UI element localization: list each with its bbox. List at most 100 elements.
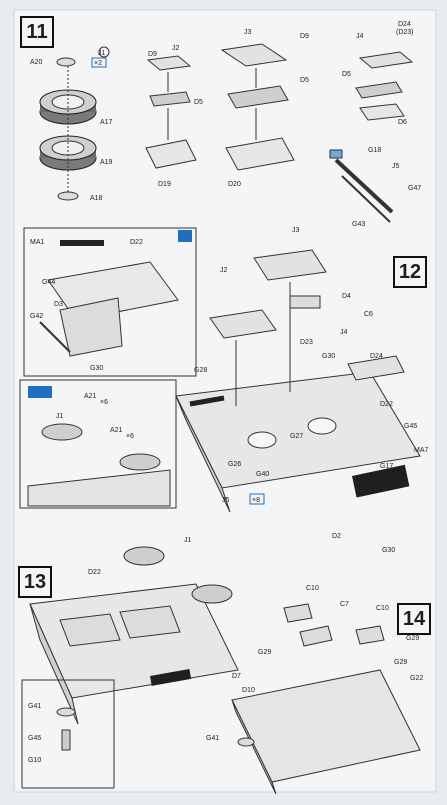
bracket-c7 <box>299 625 333 647</box>
part-label: G28 <box>194 367 207 374</box>
idler-part <box>237 737 255 747</box>
part-label: A17 <box>100 119 113 126</box>
tow-bar <box>329 149 394 223</box>
callout-label: J5 <box>222 497 230 504</box>
part-label: A20 <box>30 59 43 66</box>
quantity-label: ×8 <box>252 497 260 504</box>
hatch-j4 <box>347 355 405 381</box>
wheel-detail <box>41 423 83 441</box>
part-label: D7 <box>232 673 241 680</box>
part-label: G27 <box>290 433 303 440</box>
step-number-13: 13 <box>18 566 52 598</box>
quantity-badge <box>91 57 107 68</box>
hatch-assembly-2 <box>220 43 295 171</box>
part-label: G45 <box>28 735 41 742</box>
hatch-j3 <box>253 249 327 281</box>
axle-base <box>57 191 79 201</box>
callout-label: J4 <box>356 33 364 40</box>
part-label: G45 <box>404 423 417 430</box>
part-label: D24 <box>370 353 383 360</box>
part-label: C10 <box>376 605 389 612</box>
part-label: D6 <box>398 119 407 126</box>
part-label: A21 <box>110 427 123 434</box>
part-label: G30 <box>382 547 395 554</box>
part-label: G29 <box>258 649 271 656</box>
callout-label: J3 <box>292 227 300 234</box>
box-d4 <box>289 295 321 309</box>
part-label: D5 <box>300 77 309 84</box>
part-label: G10 <box>28 757 41 764</box>
idler-part <box>56 707 76 717</box>
part-label: D5 <box>342 71 351 78</box>
callout-label: J2 <box>220 267 228 274</box>
part-label: (D23) <box>396 29 414 36</box>
part-label: D22 <box>130 239 143 246</box>
hull-bottom-plate <box>231 669 421 795</box>
part-label: D22 <box>88 569 101 576</box>
fender-detail <box>39 240 179 357</box>
wheel-detail <box>119 453 161 471</box>
part-label: G18 <box>368 147 381 154</box>
callout-label: J1 <box>184 537 192 544</box>
part-label: G26 <box>228 461 241 468</box>
part-label: D23 <box>300 339 313 346</box>
idler-detail-inset <box>21 679 115 789</box>
hatch-assembly-3 <box>355 51 414 121</box>
step-number-12: 12 <box>393 256 427 288</box>
part-label: G44 <box>42 279 55 286</box>
idler-part <box>61 729 71 751</box>
part-label: D9 <box>148 51 157 58</box>
hatch-assembly-1 <box>145 55 197 169</box>
callout-label: J3 <box>244 29 252 36</box>
part-label: G40 <box>256 471 269 478</box>
part-label: C6 <box>364 311 373 318</box>
part-label: G29 <box>394 659 407 666</box>
callout-label: J2 <box>172 45 180 52</box>
part-label: G30 <box>322 353 335 360</box>
hub-cap <box>56 57 76 67</box>
bracket-c10 <box>355 625 385 645</box>
hull-lower <box>29 583 239 725</box>
part-label: G41 <box>28 703 41 710</box>
hull-upper <box>175 371 421 513</box>
hull-side <box>27 469 171 507</box>
part-label: D5 <box>194 99 203 106</box>
road-wheel-lower <box>39 135 97 171</box>
quantity-label: ×2 <box>94 60 102 67</box>
part-label: MA7 <box>414 447 429 454</box>
glue-icon <box>178 230 192 242</box>
quantity-label: ×6 <box>100 399 108 406</box>
callout-label: J4 <box>340 329 348 336</box>
part-label: G43 <box>352 221 365 228</box>
part-label: D20 <box>228 181 241 188</box>
hatch-j2 <box>209 309 277 339</box>
part-label: D10 <box>242 687 255 694</box>
part-label: D19 <box>158 181 171 188</box>
quantity-label: ×6 <box>126 433 134 440</box>
part-label: G47 <box>408 185 421 192</box>
part-label: C7 <box>340 601 349 608</box>
callout-marker <box>98 46 110 58</box>
callout-label: J1 <box>98 50 106 57</box>
part-label: D3 <box>54 301 63 308</box>
part-label: A21 <box>84 393 97 400</box>
part-label: G42 <box>30 313 43 320</box>
detail-inset <box>23 227 197 377</box>
glue-icon <box>28 386 52 398</box>
callout-label: J5 <box>392 163 400 170</box>
wheel-detail-inset <box>19 379 177 509</box>
part-label: D22 <box>380 401 393 408</box>
callout-label: J1 <box>56 413 64 420</box>
part-label: G22 <box>410 675 423 682</box>
quantity-badge <box>249 493 265 505</box>
part-label: MA1 <box>30 239 45 246</box>
road-wheel <box>123 546 165 566</box>
part-label: A18 <box>90 195 103 202</box>
road-wheel <box>191 584 233 604</box>
part-label: D4 <box>342 293 351 300</box>
step-number-14: 14 <box>397 603 431 635</box>
part-label: A19 <box>100 159 113 166</box>
bracket-c10 <box>283 603 313 623</box>
